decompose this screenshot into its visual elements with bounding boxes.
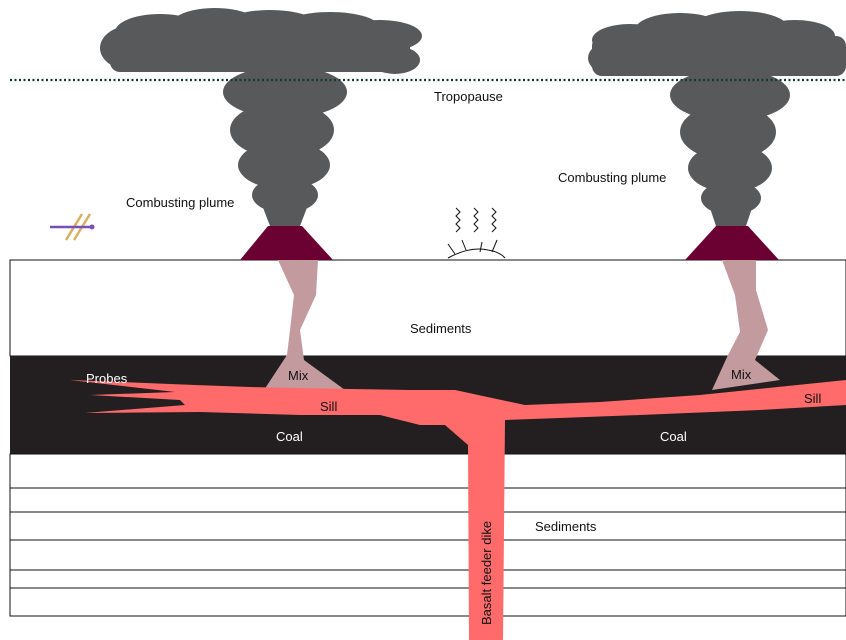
plume-left-label: Combusting plume (126, 195, 234, 210)
plume-right-label: Combusting plume (558, 170, 666, 185)
probes-label: Probes (86, 371, 128, 386)
sediments-upper-label: Sediments (410, 321, 472, 336)
dike-label: Basalt feeder dike (479, 521, 494, 625)
coal-right-label: Coal (660, 429, 687, 444)
sill-left-label: Sill (320, 399, 337, 414)
lower-sediment-strata (10, 454, 846, 616)
sediments-lower-label: Sediments (535, 519, 597, 534)
symbol-icon (50, 214, 95, 240)
vent-left (240, 226, 333, 260)
coal-left-label: Coal (276, 429, 303, 444)
tropopause-label: Tropopause (434, 89, 503, 104)
heat-release-icon (448, 208, 505, 258)
sill-right-label: Sill (804, 391, 821, 406)
mix-left-label: Mix (288, 368, 309, 383)
mix-right-label: Mix (731, 367, 752, 382)
plume-right (588, 11, 846, 226)
vent-right (685, 226, 779, 260)
upper-sediments-layer (10, 260, 846, 356)
plume-left (100, 8, 422, 226)
